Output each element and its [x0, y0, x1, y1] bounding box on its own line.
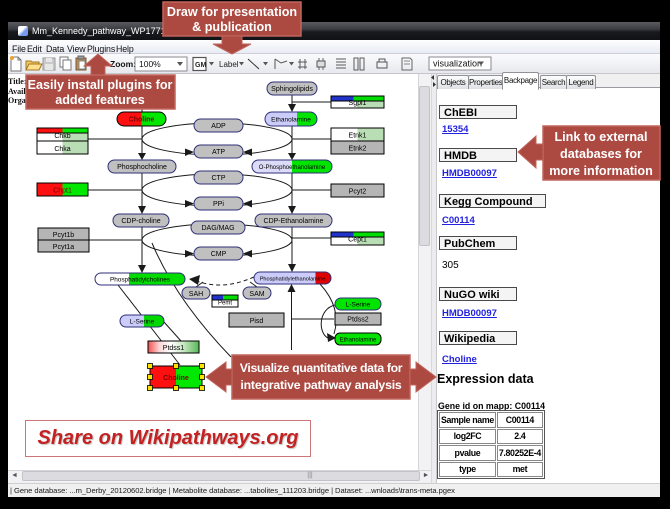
svg-text:CDP-choline: CDP-choline — [121, 218, 160, 225]
svg-text:Label: Label — [219, 60, 239, 69]
svg-text:Zoom:: Zoom: — [110, 59, 136, 69]
svg-text:more information: more information — [549, 164, 653, 178]
svg-text:CDP-Ethanolamine: CDP-Ethanolamine — [264, 218, 324, 225]
svg-text:Chpt1: Chpt1 — [53, 188, 72, 195]
svg-text:ADP: ADP — [211, 123, 226, 130]
svg-text:Ethanolamine: Ethanolamine — [271, 117, 311, 124]
svg-text:Etnk2: Etnk2 — [349, 146, 367, 153]
svg-text:Easily install plugins for: Easily install plugins for — [28, 78, 173, 92]
svg-text:Phosphatidylethanolamine: Phosphatidylethanolamine — [260, 277, 326, 283]
svg-text:DAG/MAG: DAG/MAG — [201, 225, 234, 232]
svg-text:Ethanolamine: Ethanolamine — [340, 338, 377, 344]
svg-text:Ptdss2: Ptdss2 — [347, 317, 369, 324]
svg-text:Pcyt1b: Pcyt1b — [53, 232, 75, 239]
svg-text:Pcyt1a: Pcyt1a — [53, 244, 75, 251]
svg-text:PPi: PPi — [213, 201, 224, 208]
svg-text:Phosphatidylcholines: Phosphatidylcholines — [110, 277, 170, 284]
svg-text:SAM: SAM — [249, 291, 264, 298]
svg-text:integrative pathway analysis: integrative pathway analysis — [240, 378, 402, 392]
svg-text:Etnk1: Etnk1 — [349, 133, 367, 140]
svg-text:Chkb: Chkb — [54, 133, 70, 140]
svg-text:ATP: ATP — [212, 149, 225, 156]
svg-text:SAH: SAH — [189, 291, 203, 298]
svg-text:Choline: Choline — [129, 117, 155, 124]
svg-text:CMP: CMP — [211, 251, 227, 258]
svg-text:Pcyt2: Pcyt2 — [349, 189, 367, 196]
svg-text:Draw for presentation: Draw for presentation — [167, 5, 297, 19]
svg-text:& publication: & publication — [192, 20, 272, 34]
svg-text:L-Serine: L-Serine — [130, 319, 155, 326]
svg-text:Pisd: Pisd — [250, 318, 264, 325]
svg-text:visualization: visualization — [433, 59, 482, 69]
svg-text:CTP: CTP — [212, 175, 226, 182]
svg-text:databases for: databases for — [560, 147, 642, 161]
svg-text:100%: 100% — [139, 59, 161, 69]
svg-text:Chka: Chka — [54, 146, 70, 153]
svg-text:Choline: Choline — [163, 375, 189, 382]
svg-text:Phosphocholine: Phosphocholine — [117, 164, 167, 171]
svg-text:Link to external: Link to external — [554, 130, 647, 144]
svg-text:Sphingolipids: Sphingolipids — [271, 86, 313, 93]
svg-text:Pemt: Pemt — [218, 301, 232, 307]
svg-text:Cept1: Cept1 — [348, 237, 367, 244]
svg-text:O-Phosphoethanolamine: O-Phosphoethanolamine — [259, 165, 326, 171]
svg-text:Ptdss1: Ptdss1 — [163, 345, 185, 352]
svg-text:added features: added features — [55, 93, 145, 107]
svg-text:L-Serine: L-Serine — [346, 302, 371, 309]
svg-text:Sgpl1: Sgpl1 — [349, 100, 367, 107]
svg-text:Visualize quantitative data f: Visualize quantitative data for — [240, 361, 403, 375]
svg-text:GM: GM — [195, 62, 206, 69]
